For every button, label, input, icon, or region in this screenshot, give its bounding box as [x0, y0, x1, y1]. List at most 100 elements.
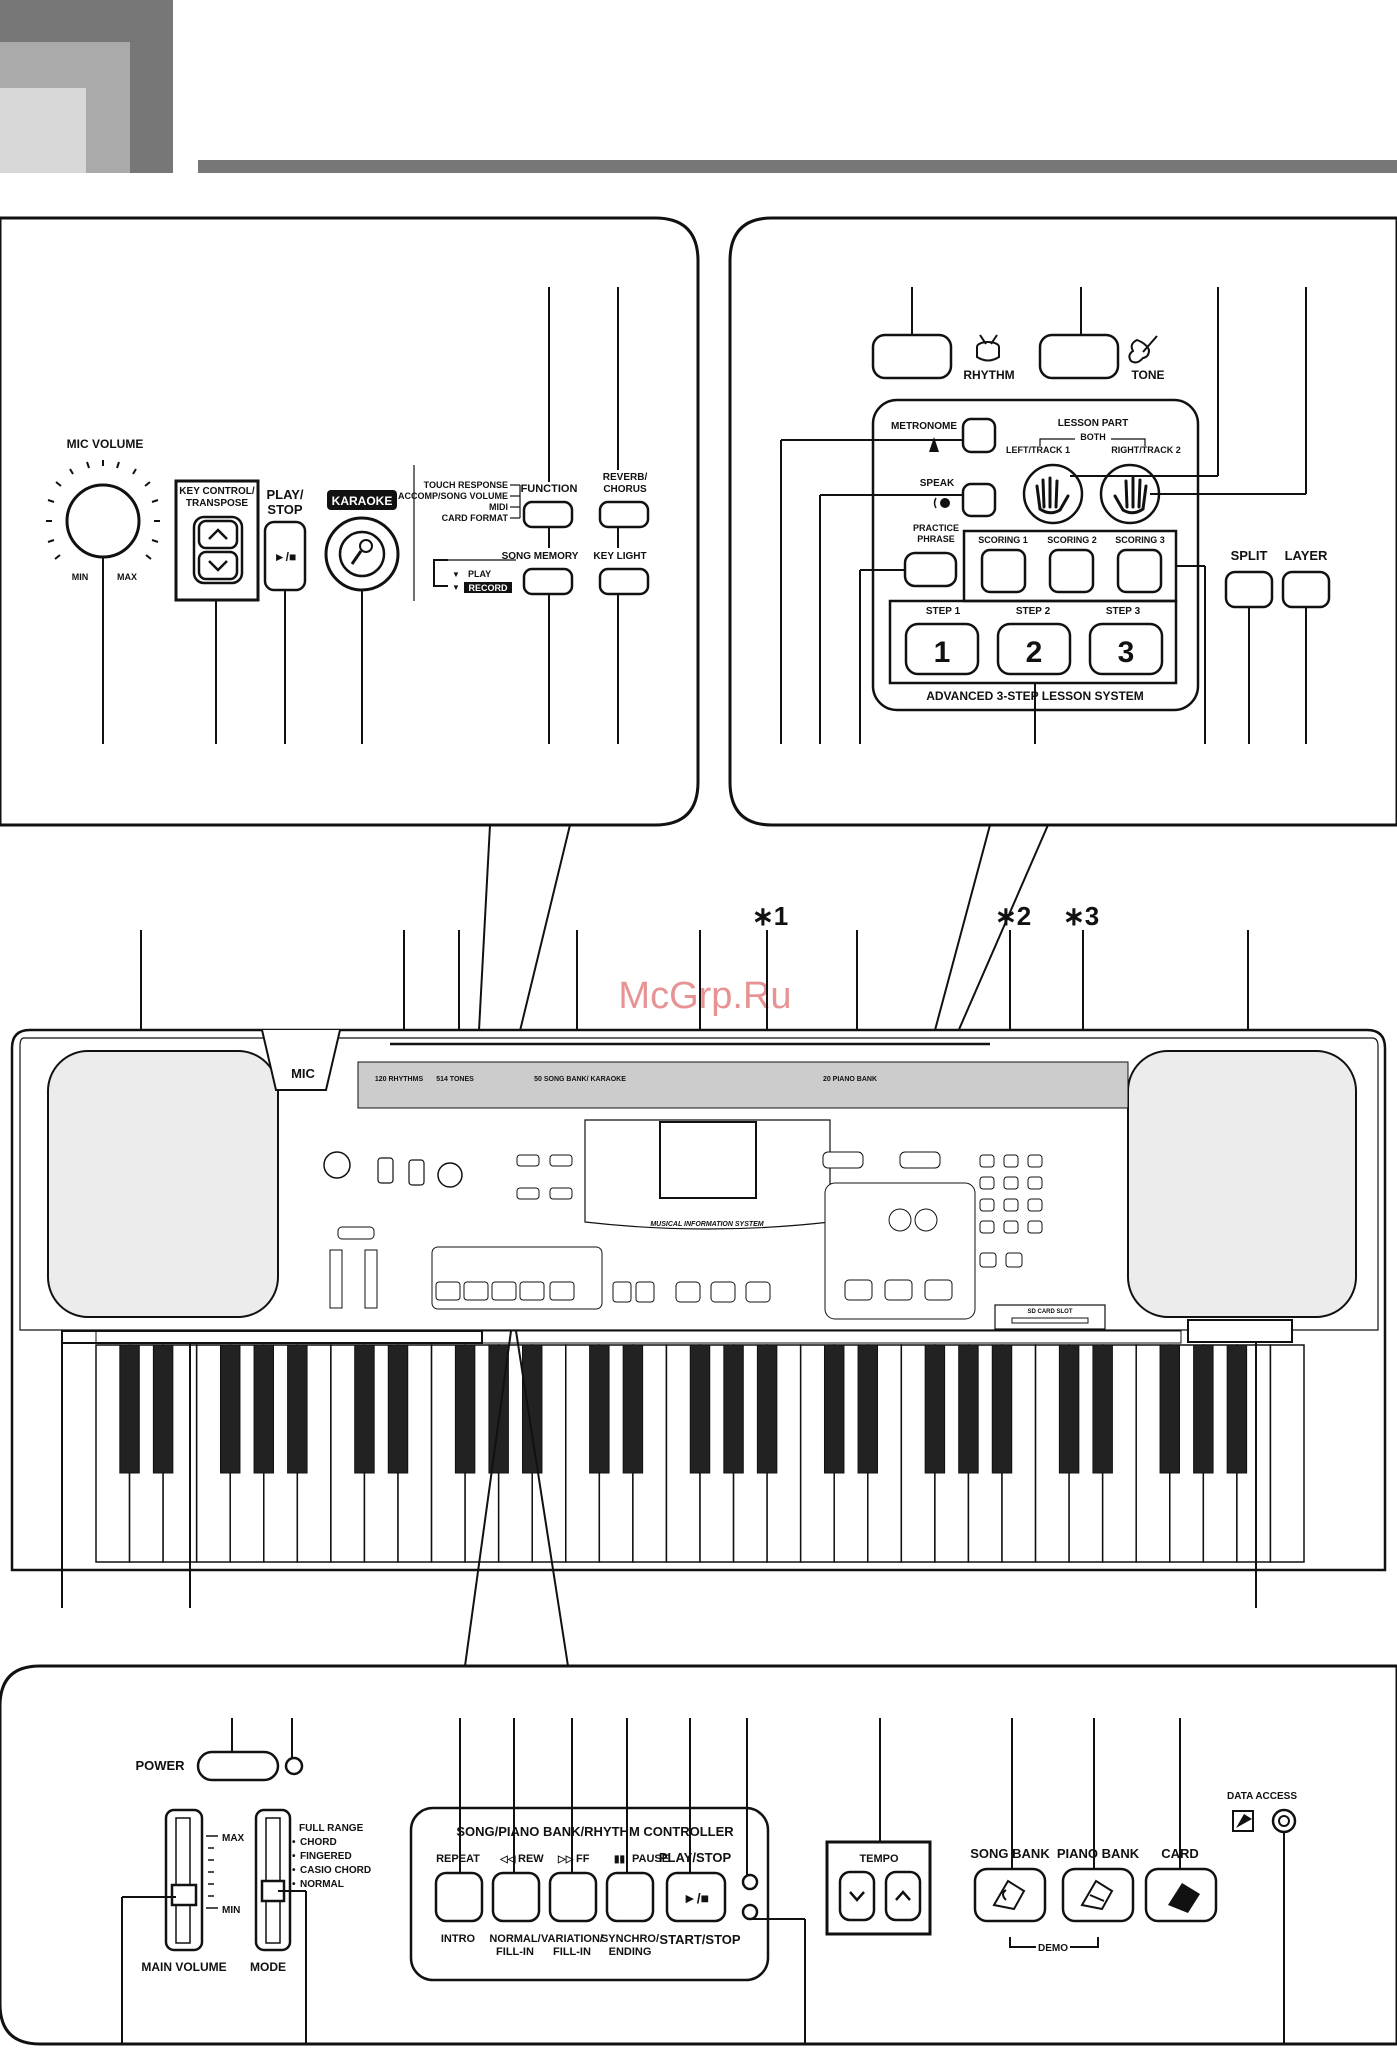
intro-repeat-button[interactable] [434, 1871, 484, 1923]
indicator-lamp-2 [741, 1903, 759, 1921]
chevron-up-icon [208, 528, 228, 540]
speak-button[interactable] [961, 482, 997, 518]
power-indicator-icon [284, 1756, 304, 1776]
transpose-up-button[interactable] [197, 519, 239, 550]
music-note-icon [992, 1879, 1026, 1911]
karaoke-button[interactable] [324, 516, 400, 592]
card-button[interactable] [1144, 1867, 1218, 1923]
left-hand-button[interactable] [1022, 463, 1084, 525]
black-key[interactable] [723, 1344, 744, 1474]
drum-icon [976, 334, 1000, 362]
transpose-down-button[interactable] [197, 550, 239, 581]
black-key[interactable] [521, 1344, 543, 1474]
normal-fill-label-2: FILL-IN [496, 1946, 534, 1958]
black-key[interactable] [119, 1344, 140, 1474]
black-key[interactable] [253, 1344, 275, 1474]
key-light-button[interactable] [598, 567, 650, 596]
chevron-down-icon [849, 1891, 865, 1902]
power-label: POWER [135, 1758, 185, 1773]
song-bank-button[interactable] [973, 1867, 1047, 1923]
scoring-2-label: SCORING 2 [1047, 535, 1097, 545]
black-key[interactable] [589, 1344, 610, 1474]
black-key[interactable] [219, 1344, 241, 1474]
full-range-label-2: CHORD [300, 1837, 337, 1848]
keyboard-instrument: MIC 120 RHYTHMS 514 TONES 50 SONG BANK/ … [10, 824, 1387, 1667]
black-key[interactable] [756, 1344, 778, 1474]
rhythm-button[interactable] [871, 333, 953, 380]
mode-label: MODE [250, 1960, 286, 1974]
mic-max-label: MAX [117, 572, 137, 582]
step-2-button[interactable]: 2 [996, 622, 1072, 676]
tempo-down-button[interactable] [838, 1870, 876, 1922]
song-memory-button[interactable] [522, 567, 574, 596]
reverb-chorus-button[interactable] [598, 500, 650, 529]
piano-bank-label: PIANO BANK [1057, 1846, 1140, 1861]
tone-button[interactable] [1038, 333, 1120, 380]
black-key[interactable] [387, 1344, 409, 1474]
song-bank-karaoke-label: 50 SONG BANK/ KARAOKE [534, 1076, 626, 1083]
black-key[interactable] [1193, 1344, 1214, 1474]
note-3: ∗3 [1063, 901, 1099, 931]
scoring-2-button[interactable] [1048, 548, 1095, 594]
black-key[interactable] [823, 1344, 845, 1474]
black-key[interactable] [958, 1344, 979, 1474]
variation-label-1: VARIATION/ [541, 1933, 603, 1945]
split-button[interactable] [1224, 570, 1274, 609]
play-stop-button[interactable]: ►/■ [263, 520, 307, 592]
black-key[interactable] [924, 1344, 946, 1474]
normal-fill-rew-button[interactable] [491, 1871, 541, 1923]
function-label: FUNCTION [521, 483, 578, 495]
right-hand-button[interactable] [1099, 463, 1161, 525]
main-volume-slider[interactable] [170, 1883, 198, 1907]
black-key[interactable] [152, 1344, 174, 1474]
step-3-button[interactable]: 3 [1088, 622, 1164, 676]
controller-title: SONG/PIANO BANK/RHYTHM CONTROLLER [456, 1824, 734, 1839]
step-1-button[interactable]: 1 [904, 622, 980, 676]
black-key[interactable] [1058, 1344, 1080, 1474]
key-light-label: KEY LIGHT [593, 551, 646, 562]
black-key[interactable] [857, 1344, 879, 1474]
black-key[interactable] [622, 1344, 644, 1474]
black-key[interactable] [354, 1344, 375, 1474]
function-button[interactable] [522, 500, 574, 529]
reverb-label-2: CHORUS [603, 484, 647, 495]
chevron-down-icon [208, 560, 228, 572]
practice-phrase-button[interactable] [903, 551, 958, 588]
metronome-icon [929, 437, 939, 452]
right-track-label: RIGHT/TRACK 2 [1111, 445, 1181, 455]
variation-ff-button[interactable] [548, 1871, 598, 1923]
black-key[interactable] [1092, 1344, 1113, 1474]
header-decoration [0, 0, 1397, 173]
black-key[interactable] [454, 1344, 476, 1474]
black-key[interactable] [488, 1344, 509, 1474]
piano-bank-button[interactable] [1061, 1867, 1135, 1923]
white-key[interactable] [1269, 1344, 1305, 1563]
intro-label: INTRO [441, 1933, 476, 1945]
black-key[interactable] [689, 1344, 711, 1474]
stop-label: STOP [267, 502, 302, 517]
metronome-button[interactable] [961, 417, 997, 454]
scoring-3-button[interactable] [1116, 548, 1163, 594]
mic-panel: MIC VOLUME MIN MAX KEY CONTROL/ TRANSPOS… [0, 216, 700, 827]
scoring-1-button[interactable] [980, 548, 1027, 594]
metronome-label: METRONOME [891, 421, 957, 432]
piano-bank-label: 20 PIANO BANK [823, 1076, 877, 1083]
black-key[interactable] [287, 1344, 308, 1474]
midi-label: MIDI [489, 502, 508, 512]
svg-text:•: • [292, 1865, 296, 1876]
layer-button[interactable] [1281, 570, 1331, 609]
black-key[interactable] [991, 1344, 1013, 1474]
synchro-pause-button[interactable] [605, 1871, 655, 1923]
start-stop-button[interactable]: ►/■ [665, 1871, 727, 1923]
mic-volume-knob[interactable] [46, 460, 160, 560]
black-key[interactable] [1226, 1344, 1248, 1474]
touch-response-label: TOUCH RESPONSE [424, 480, 508, 490]
rhythms-label: 120 RHYTHMS [375, 1076, 424, 1083]
svg-text:3: 3 [1118, 636, 1135, 669]
tempo-up-button[interactable] [884, 1870, 922, 1922]
practice-label-1: PRACTICE [913, 523, 959, 533]
scoring-3-label: SCORING 3 [1115, 535, 1165, 545]
hand-left-icon [1035, 476, 1070, 515]
power-button[interactable] [196, 1750, 280, 1782]
black-key[interactable] [1159, 1344, 1181, 1474]
